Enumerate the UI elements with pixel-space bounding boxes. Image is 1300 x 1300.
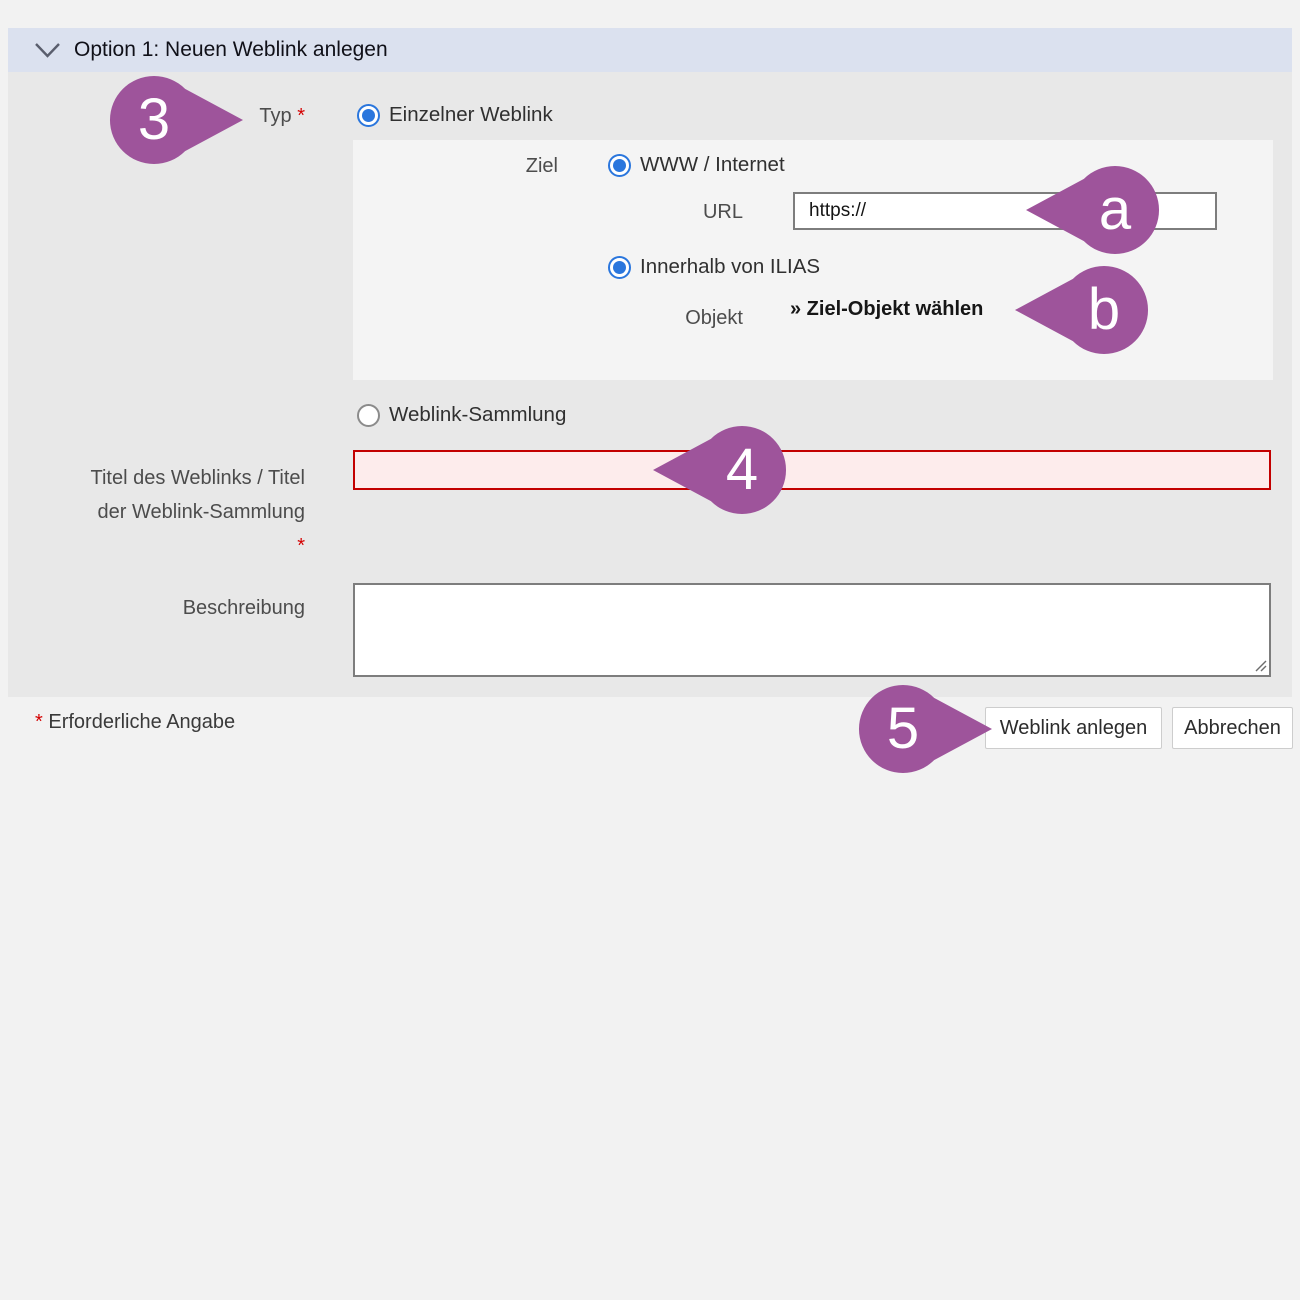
beschreibung-label: Beschreibung — [182, 597, 305, 619]
resize-handle-icon[interactable] — [1253, 658, 1267, 672]
beschreibung-textarea-wrap — [353, 583, 1271, 677]
chevron-down-icon — [35, 43, 60, 58]
weblink-anlegen-button[interactable]: Weblink anlegen — [985, 707, 1162, 749]
radio-www-internet-label: WWW / Internet — [640, 153, 785, 176]
radio-row-weblink-sammlung: Weblink-Sammlung — [357, 403, 566, 427]
typ-required-mark: * — [297, 105, 305, 127]
accordion-header[interactable]: Option 1: Neuen Weblink anlegen — [8, 28, 1292, 72]
radio-innerhalb-ilias-label: Innerhalb von ILIAS — [640, 255, 821, 278]
required-note: * Erforderliche Angabe — [35, 711, 236, 733]
ziel-label: Ziel — [525, 155, 558, 177]
required-note-mark: * — [35, 711, 43, 733]
radio-www-internet[interactable] — [608, 153, 631, 177]
titel-label: Titel des Weblinks / Titel der Weblink-S… — [8, 461, 305, 563]
radio-einzelner-weblink[interactable] — [357, 103, 380, 127]
objekt-label: Objekt — [685, 307, 743, 329]
panel-title: Option 1: Neuen Weblink anlegen — [74, 38, 388, 61]
radio-row-einzelner-weblink: Einzelner Weblink — [357, 103, 553, 127]
abbrechen-button[interactable]: Abbrechen — [1172, 707, 1293, 749]
radio-innerhalb-ilias[interactable] — [608, 255, 631, 279]
titel-required-mark: * — [297, 535, 305, 557]
titel-input[interactable] — [353, 450, 1271, 490]
beschreibung-textarea[interactable] — [353, 583, 1271, 677]
radio-row-www-internet: WWW / Internet — [608, 153, 785, 177]
ziel-objekt-waehlen-link[interactable]: » Ziel-Objekt wählen — [790, 298, 984, 320]
url-label: URL — [702, 201, 743, 223]
typ-label: Typ * — [259, 105, 305, 127]
radio-weblink-sammlung-label: Weblink-Sammlung — [389, 403, 567, 426]
radio-weblink-sammlung[interactable] — [357, 403, 380, 427]
url-input[interactable] — [793, 192, 1217, 230]
einzelner-weblink-subpanel: Ziel WWW / Internet URL Innerhalb von IL… — [353, 140, 1273, 380]
radio-row-innerhalb-ilias: Innerhalb von ILIAS — [608, 255, 820, 279]
form-body: Typ * Einzelner Weblink Ziel WWW / Inter… — [8, 72, 1292, 697]
radio-einzelner-weblink-label: Einzelner Weblink — [389, 103, 553, 126]
